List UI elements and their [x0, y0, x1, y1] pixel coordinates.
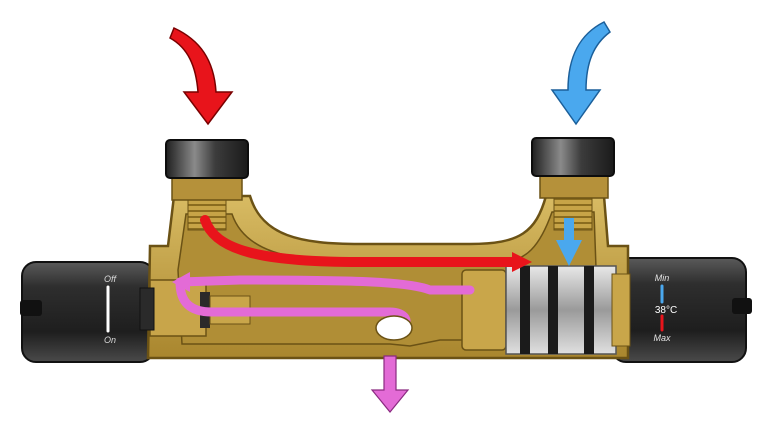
temperature-max-label: Max — [653, 333, 671, 343]
cold-water-inlet-arrow — [550, 21, 611, 126]
cold-inlet-nut — [531, 137, 615, 199]
off-on-handle[interactable]: Off On — [20, 261, 155, 363]
thermostatic-cartridge — [461, 265, 631, 355]
temperature-min-label: Min — [655, 273, 670, 283]
hot-water-flow-arrowhead — [512, 252, 532, 272]
mixed-water-flow-arrowhead — [172, 272, 190, 292]
temperature-setpoint-label: 38°C — [655, 305, 677, 316]
hot-water-inlet-arrow — [169, 26, 234, 126]
hot-water-flow — [200, 215, 525, 267]
temperature-handle[interactable]: Min 38°C Max — [611, 257, 752, 363]
handle-grip-notch — [20, 300, 42, 316]
handle-on-label: On — [104, 335, 116, 345]
cold-water-flow — [556, 218, 582, 266]
hot-inlet-nut — [165, 139, 249, 201]
handle-off-label: Off — [104, 274, 118, 284]
mixed-water-outlet-port — [375, 315, 413, 341]
handle-grip-notch — [732, 298, 752, 314]
mixed-water-outlet-arrow — [370, 355, 410, 413]
